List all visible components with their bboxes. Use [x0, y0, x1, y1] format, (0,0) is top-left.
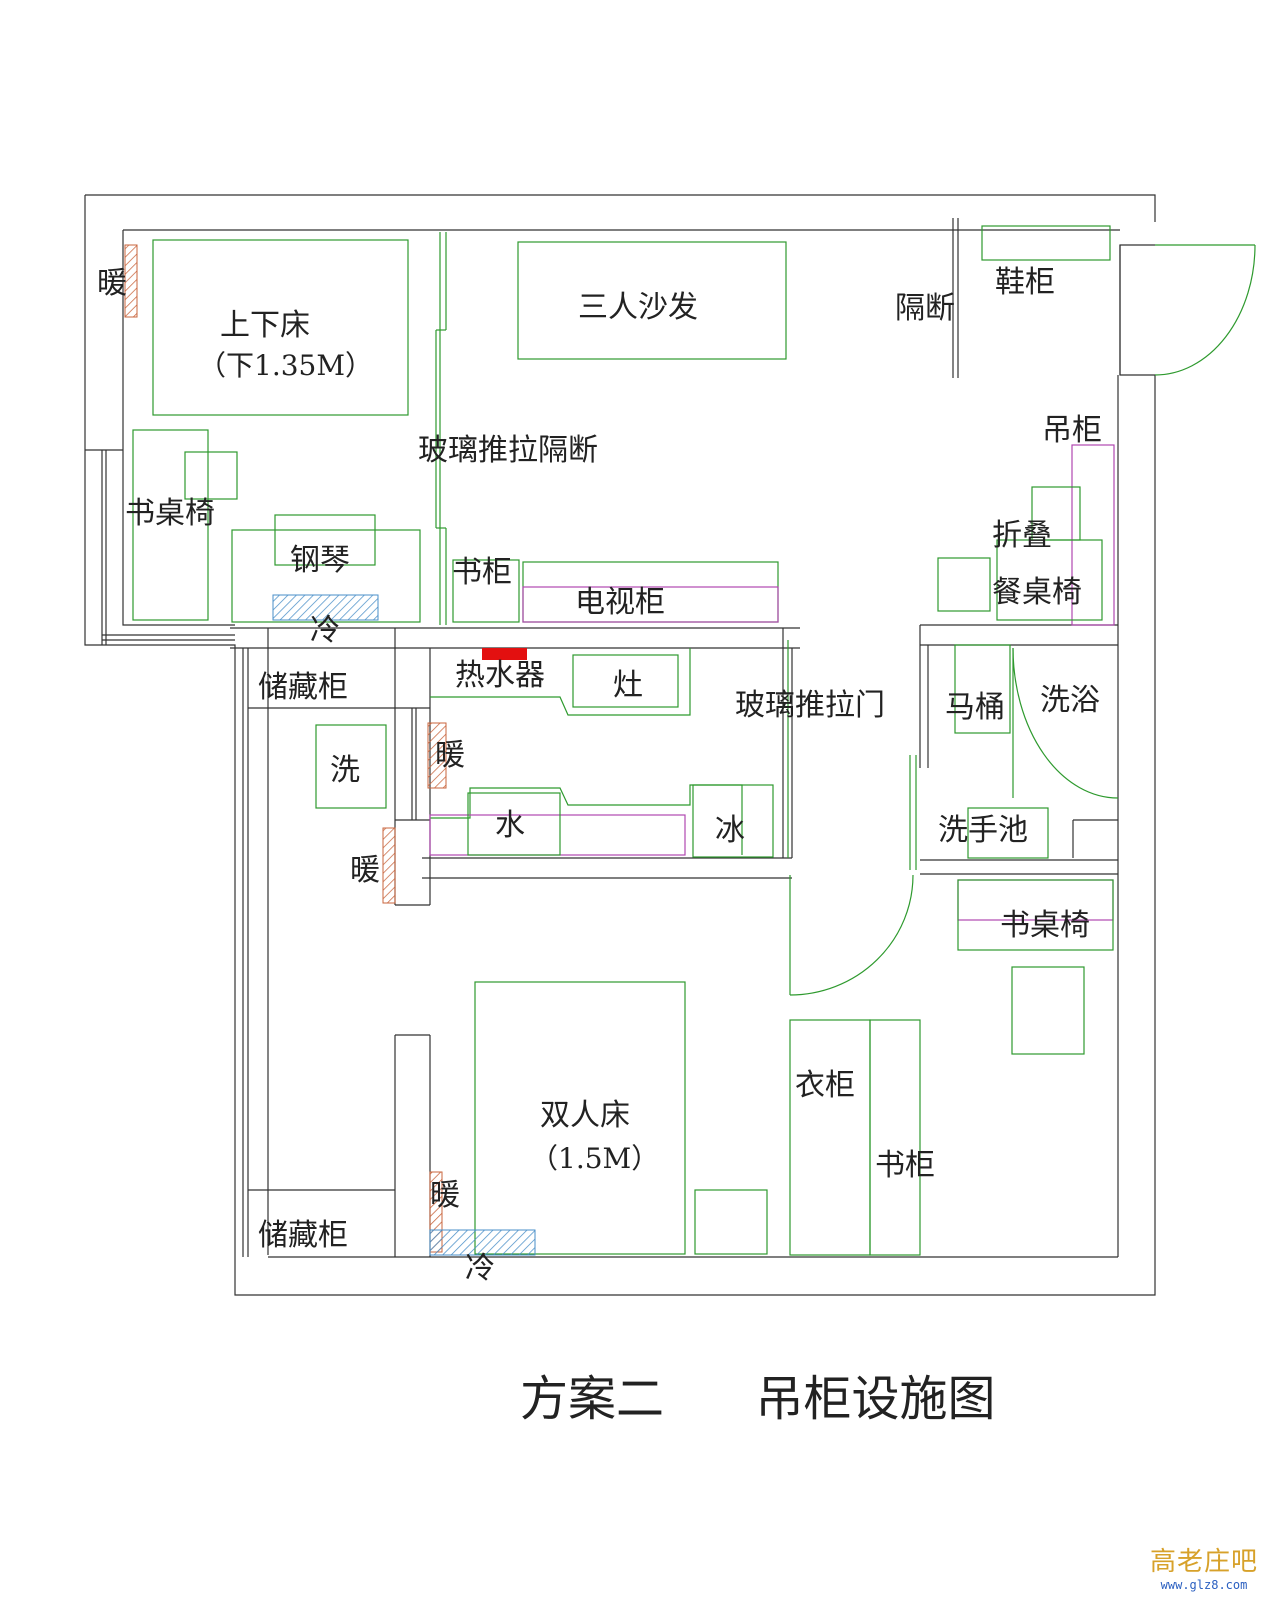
dining-table [996, 539, 1103, 621]
label-cold-2: 冷 [465, 1251, 495, 1286]
tv-hanging-cabinet [522, 586, 779, 623]
wardrobe [789, 1019, 871, 1256]
ac-unit-1 [272, 594, 379, 621]
label-toilet: 马桶 [945, 690, 1005, 725]
watermark-logo: 高老庄吧 [1149, 1547, 1258, 1577]
kitchen-counter-top [430, 648, 691, 716]
double-bed [474, 981, 686, 1255]
label-cold-1: 冷 [310, 613, 340, 648]
study-chair [1011, 966, 1085, 1055]
label-bunk-bed: 上下床 [220, 308, 310, 343]
label-heater-4: 暖 [430, 1178, 460, 1213]
dining-chair [937, 557, 991, 612]
label-water-heater: 热水器 [455, 658, 545, 693]
water-heater-icon [482, 648, 527, 660]
shoe-cabinet [981, 225, 1111, 261]
hanging-cabinet [1071, 444, 1115, 626]
doors-internal [789, 647, 1119, 996]
heater-1 [124, 244, 138, 318]
piano-stool [274, 514, 376, 566]
utilities [124, 244, 536, 1256]
label-bookcase-2: 书柜 [875, 1148, 935, 1183]
label-storage-1: 储藏柜 [258, 670, 348, 705]
room-labels: 暖 上下床 （下1.35M） 三人沙发 隔断 鞋柜 玻璃推拉隔断 吊柜 书桌椅 … [97, 265, 1102, 1286]
label-piano: 钢琴 [290, 543, 350, 578]
label-fridge: 冰 [715, 813, 745, 848]
basin [967, 807, 1049, 859]
kitchen-counter-bottom [430, 784, 743, 855]
desk-chair [184, 451, 238, 500]
label-dining-set: 餐桌椅 [992, 575, 1082, 610]
heater-2 [427, 722, 447, 789]
bunk-bed [152, 239, 409, 416]
bookcase-living [452, 559, 520, 623]
label-shoe-cabinet: 鞋柜 [995, 265, 1055, 300]
label-bunk-bed-size: （下1.35M） [198, 349, 373, 382]
label-folding: 折叠 [992, 518, 1052, 553]
label-hanging-cabinet: 吊柜 [1042, 413, 1102, 448]
label-heater-2: 暖 [435, 738, 465, 773]
toilet [954, 644, 1011, 734]
watermark-url: www.glz8.com [1160, 1578, 1248, 1592]
label-basin: 洗手池 [938, 813, 1028, 848]
label-washer: 洗 [330, 753, 360, 788]
bookcase-bedroom [869, 1019, 921, 1256]
entry-door [1154, 244, 1256, 376]
label-glass-partition: 玻璃推拉隔断 [418, 433, 598, 468]
label-desk-chair-1: 书桌椅 [125, 496, 215, 531]
label-sofa: 三人沙发 [578, 290, 698, 325]
label-stove: 灶 [613, 668, 643, 703]
sofa [517, 241, 787, 360]
label-double-bed-size: （1.5M） [530, 1142, 659, 1175]
label-desk-chair-2: 书桌椅 [1000, 908, 1090, 943]
page-title: 方案二 吊柜设施图 [520, 1371, 996, 1427]
label-storage-2: 储藏柜 [258, 1218, 348, 1253]
label-bookcase-1: 书柜 [452, 555, 512, 590]
label-wardrobe: 衣柜 [795, 1068, 855, 1103]
label-glass-door: 玻璃推拉门 [735, 688, 885, 723]
piano [231, 529, 421, 623]
stove [572, 654, 679, 708]
study-desk [957, 879, 1114, 951]
label-partition: 隔断 [895, 291, 955, 326]
label-heater-1: 暖 [97, 266, 127, 301]
heater-3 [382, 827, 396, 904]
furniture [132, 225, 1115, 1256]
sink [467, 792, 561, 856]
fridge [692, 784, 774, 858]
label-double-bed: 双人床 [540, 1098, 630, 1133]
label-tv-cabinet: 电视柜 [575, 585, 665, 620]
label-sink: 水 [495, 808, 525, 843]
desk [132, 429, 209, 621]
nightstand [694, 1189, 768, 1255]
interior-partitions [248, 218, 1118, 1257]
ac-unit-2 [429, 1229, 536, 1256]
label-heater-3: 暖 [350, 853, 380, 888]
washer [315, 724, 387, 809]
label-shower: 洗浴 [1040, 683, 1100, 718]
watermark: 高老庄吧 www.glz8.com [1150, 1541, 1258, 1592]
